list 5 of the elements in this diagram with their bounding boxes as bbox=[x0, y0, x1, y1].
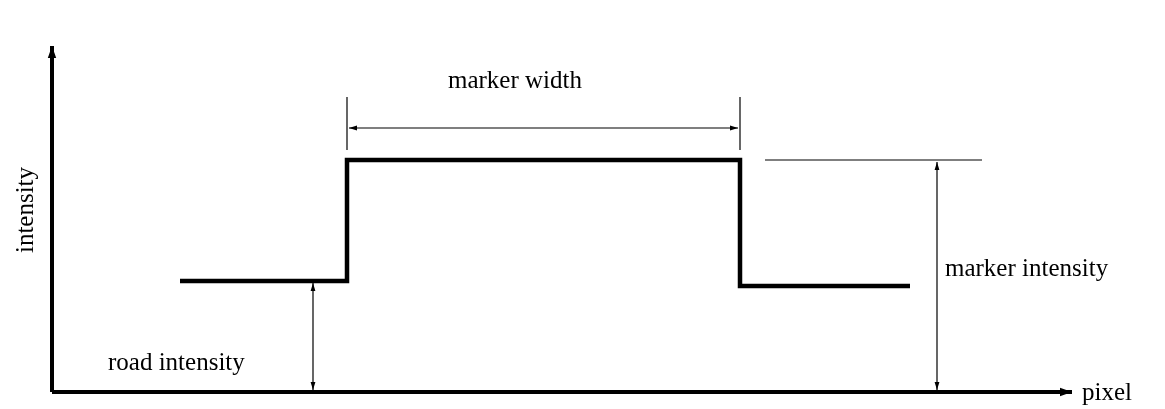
axis-label: pixel bbox=[1082, 378, 1132, 406]
dimension-label: marker width bbox=[448, 66, 582, 94]
axis-label: intensity bbox=[11, 165, 39, 255]
dimension-label: road intensity bbox=[108, 348, 245, 376]
dimension-label: marker intensity bbox=[945, 254, 1109, 282]
